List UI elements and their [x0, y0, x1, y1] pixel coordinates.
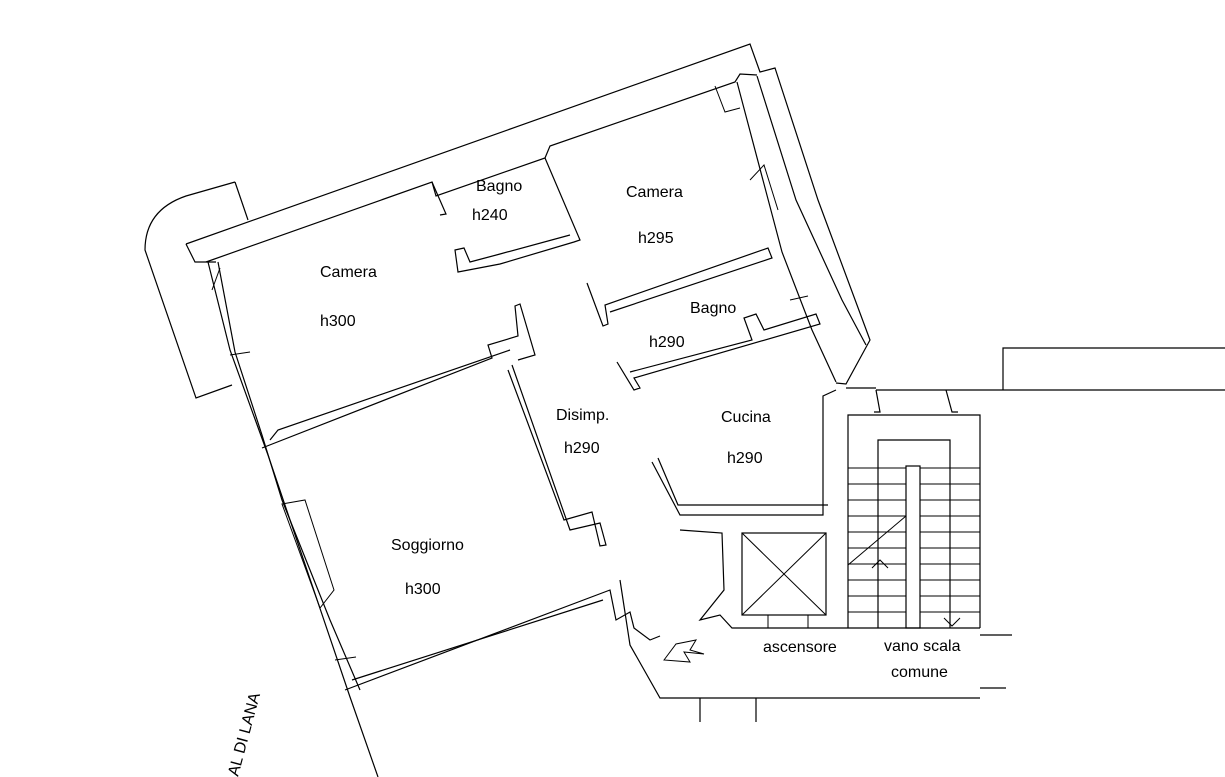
stairwell-label-line1: vano scala [884, 638, 961, 655]
interior-walls [261, 157, 980, 699]
adjacent-building [699, 347, 1225, 722]
room-cucina-height: h290 [727, 450, 763, 467]
room-camera-left-height: h300 [320, 313, 356, 330]
room-soggiorno-height: h300 [405, 581, 441, 598]
stairwell-label-line2: comune [891, 664, 948, 681]
window-details [211, 85, 809, 661]
room-bagno-mid-name: Bagno [690, 300, 736, 317]
room-cucina-name: Cucina [721, 409, 771, 426]
room-bagno-top-height: h240 [472, 207, 508, 224]
elevator-shaft [741, 532, 827, 628]
room-disimpegno-name: Disimp. [556, 407, 609, 424]
room-bagno-mid-height: h290 [649, 334, 685, 351]
elevator-label: ascensore [763, 639, 837, 656]
room-camera-right-name: Camera [626, 184, 683, 201]
room-camera-right-height: h295 [638, 230, 674, 247]
room-disimpegno-height: h290 [564, 440, 600, 457]
entry-arrow-icon [663, 639, 705, 663]
room-camera-left-name: Camera [320, 264, 377, 281]
street-name-label: AL DI LANA [225, 691, 264, 777]
stair-treads [848, 467, 980, 629]
room-soggiorno-name: Soggiorno [391, 537, 464, 554]
room-bagno-top-name: Bagno [476, 178, 522, 195]
stairwell [846, 387, 981, 629]
